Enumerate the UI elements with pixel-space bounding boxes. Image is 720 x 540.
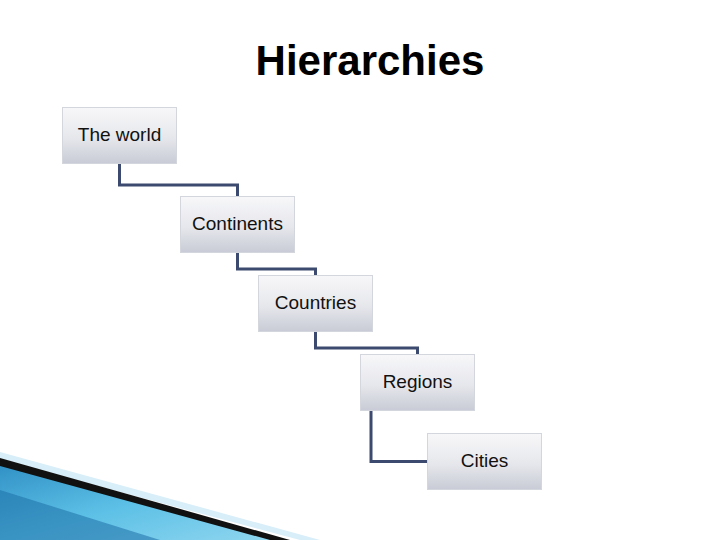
hierarchy-box: Countries (258, 275, 373, 332)
hierarchy-connector (238, 253, 316, 275)
swoosh-line (0, 458, 290, 540)
box-label: Countries (275, 292, 356, 315)
hierarchy-box: Continents (180, 196, 295, 253)
box-label: Continents (192, 213, 283, 236)
swoosh-shadow (0, 490, 160, 540)
hierarchy-box: Cities (427, 433, 542, 490)
hierarchy-connector (316, 332, 418, 354)
hierarchy-box: Regions (360, 354, 475, 411)
box-label: Cities (461, 450, 509, 473)
hierarchy-connector (371, 411, 427, 462)
box-label: Regions (383, 371, 453, 394)
hierarchy-connector (120, 164, 238, 196)
swoosh-highlight (0, 452, 320, 540)
box-label: The world (78, 124, 161, 147)
hierarchy-box: The world (62, 107, 177, 164)
slide-title: Hierarchies (0, 38, 720, 84)
